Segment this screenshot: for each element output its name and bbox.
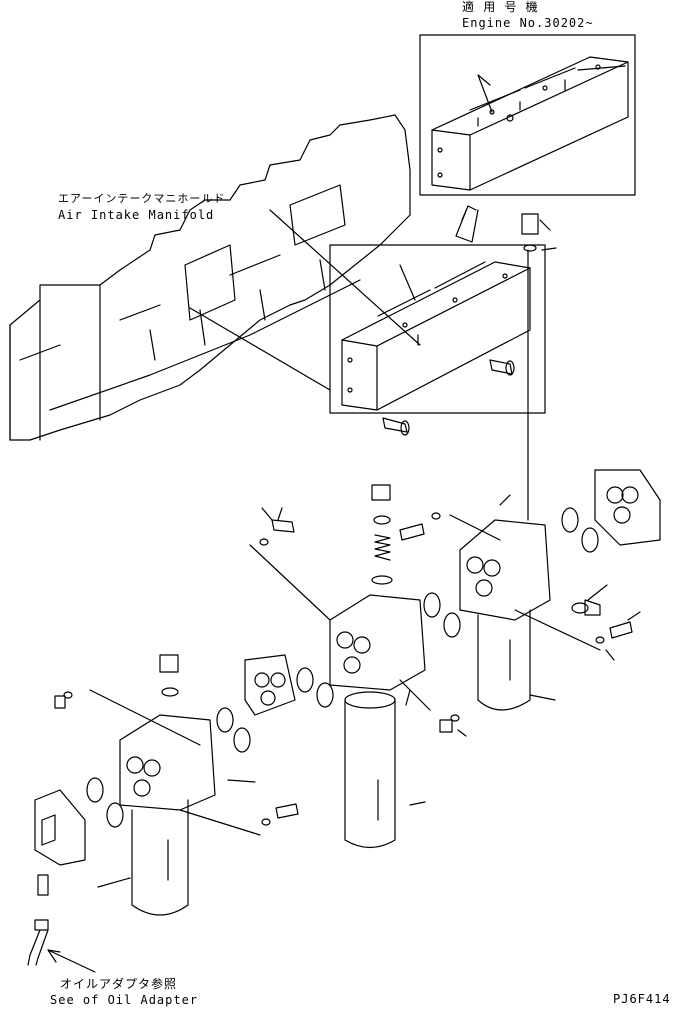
air-intake-manifold bbox=[10, 115, 410, 440]
filter-head-right bbox=[460, 470, 660, 710]
bolts-bracket bbox=[383, 214, 538, 435]
oil-adapter-arrow bbox=[48, 950, 95, 972]
cover-plate-left bbox=[35, 790, 85, 865]
leader-lines bbox=[90, 75, 640, 887]
note-applicable-en: Engine No.30202~ bbox=[462, 16, 594, 30]
inset-bracket-box bbox=[420, 35, 635, 195]
filter-cartridge bbox=[345, 692, 395, 848]
bracket bbox=[330, 245, 545, 413]
label-oil-adapter-en: See of Oil Adapter bbox=[50, 993, 199, 1007]
filter-head-middle bbox=[245, 593, 460, 715]
filter-head-left bbox=[87, 708, 250, 915]
pointer-arrow bbox=[456, 206, 478, 242]
label-manifold-jp: エアーインテークマニホールド bbox=[58, 192, 226, 205]
label-manifold-en: Air Intake Manifold bbox=[58, 208, 215, 222]
drawing-code: PJ6F414 bbox=[613, 992, 671, 1006]
label-oil-adapter-jp: オイルアダプタ参照 bbox=[60, 977, 178, 991]
oil-pipe bbox=[28, 930, 48, 965]
note-applicable-jp: 適 用 号 機 bbox=[462, 0, 539, 14]
inset-bracket bbox=[432, 57, 628, 190]
